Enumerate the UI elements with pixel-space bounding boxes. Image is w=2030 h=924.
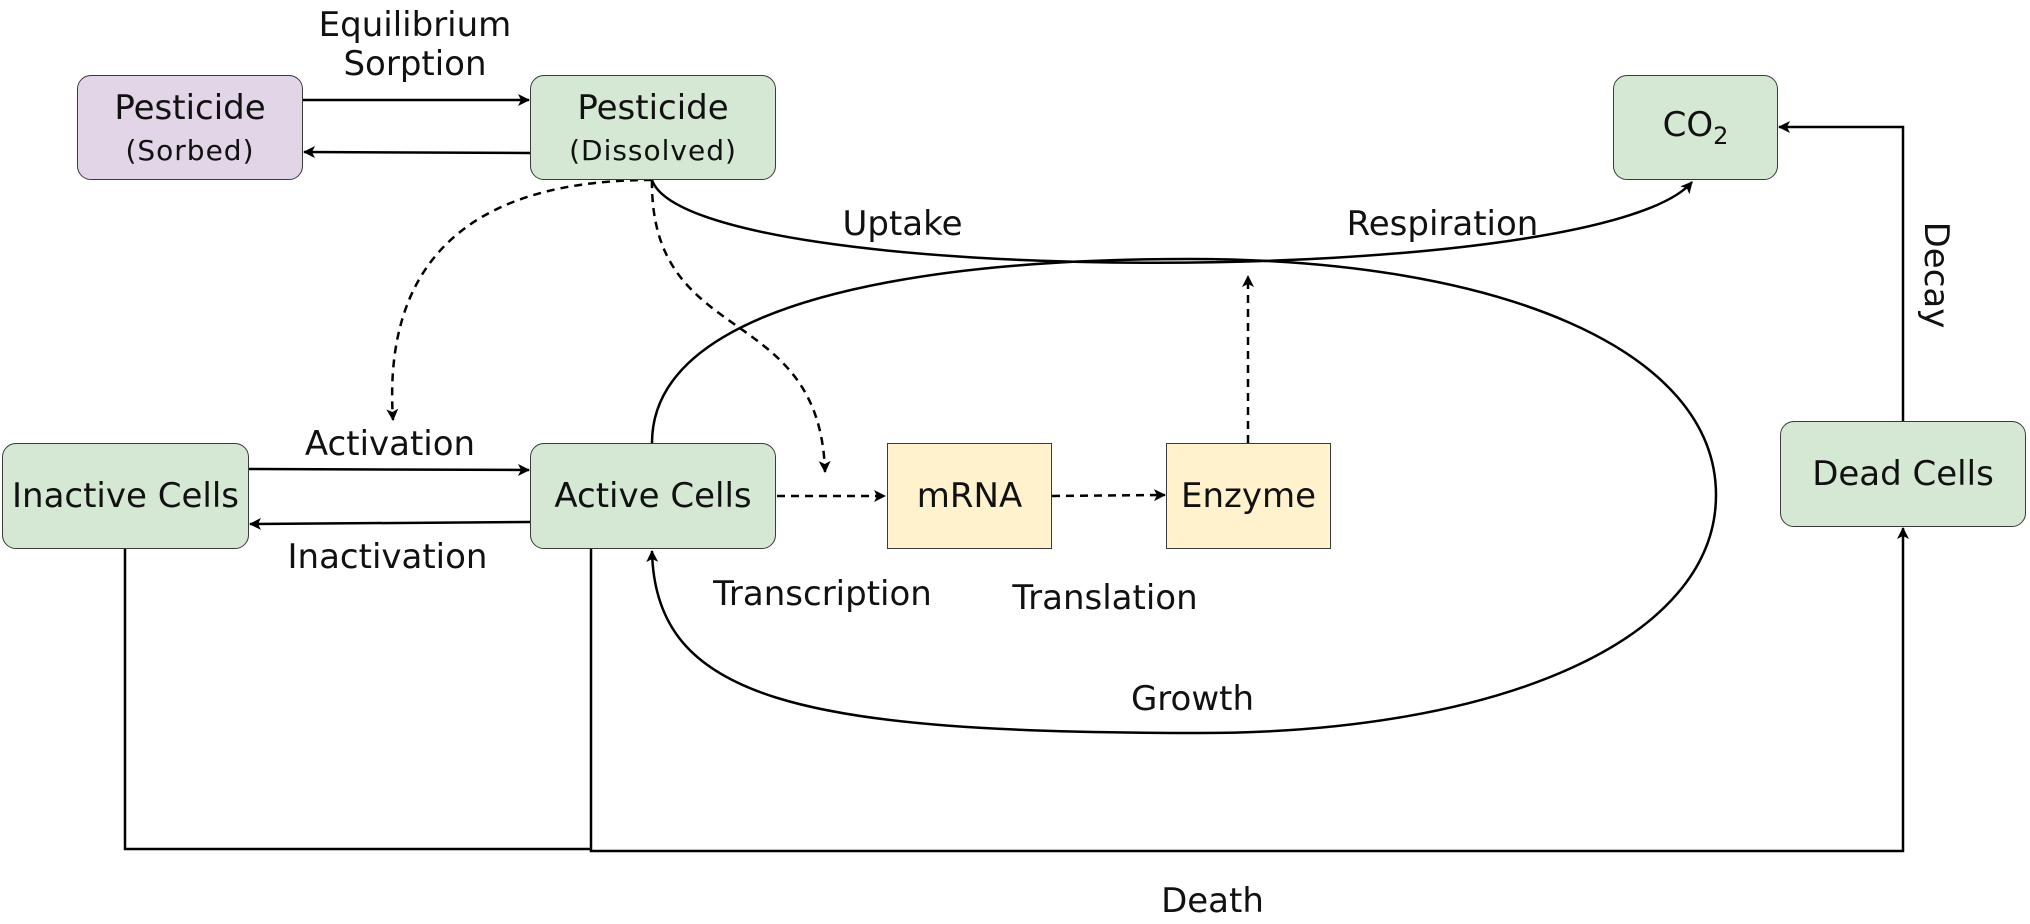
growth-loop-arrow bbox=[646, 257, 1718, 735]
transcription-label: Transcription bbox=[713, 574, 932, 614]
translation-arrow bbox=[1051, 489, 1166, 502]
inactive-cells-node[interactable]: Inactive Cells bbox=[2, 443, 249, 549]
equilibrium-sorption-line1: Equilibrium bbox=[318, 5, 512, 45]
co2-label: CO2 bbox=[1663, 105, 1729, 151]
co2-node[interactable]: CO2 bbox=[1613, 75, 1778, 180]
dead-cells-label: Dead Cells bbox=[1812, 453, 1994, 494]
respiration-label: Respiration bbox=[1346, 204, 1539, 244]
pesticide-sorbed-node[interactable]: Pesticide (Sorbed) bbox=[77, 75, 303, 180]
pesticide-sorbed-subtitle: (Sorbed) bbox=[125, 134, 255, 168]
mrna-label: mRNA bbox=[916, 475, 1023, 516]
uptake-label: Uptake bbox=[842, 204, 963, 244]
death-inactive-line bbox=[123, 549, 591, 851]
inactive-cells-label: Inactive Cells bbox=[12, 475, 239, 516]
inactivation-arrow bbox=[249, 517, 531, 530]
dead-cells-node[interactable]: Dead Cells bbox=[1780, 421, 2026, 527]
uptake-respiration-arrow bbox=[650, 179, 1693, 264]
mrna-node[interactable]: mRNA bbox=[887, 443, 1052, 549]
pesticide-dissolved-node[interactable]: Pesticide (Dissolved) bbox=[530, 75, 776, 180]
inactivation-label: Inactivation bbox=[287, 537, 488, 577]
pesticide-dissolved-subtitle: (Dissolved) bbox=[569, 134, 737, 168]
enzyme-label: Enzyme bbox=[1180, 475, 1317, 516]
sorption-reverse-arrow bbox=[303, 146, 531, 159]
decay-arrow bbox=[1778, 121, 1905, 421]
pesticide-to-transcription-dashed-arrow bbox=[650, 179, 831, 473]
co2-subscript: 2 bbox=[1713, 121, 1729, 150]
pesticide-sorbed-title: Pesticide bbox=[114, 87, 266, 128]
death-label: Death bbox=[1161, 881, 1264, 921]
translation-label: Translation bbox=[1012, 578, 1198, 618]
co2-main-text: CO bbox=[1662, 104, 1714, 145]
pesticide-to-activation-dashed-arrow bbox=[386, 178, 653, 421]
active-cells-node[interactable]: Active Cells bbox=[530, 443, 776, 549]
decay-label: Decay bbox=[1916, 221, 1956, 329]
enzyme-node[interactable]: Enzyme bbox=[1166, 443, 1331, 549]
equilibrium-sorption-label: Equilibrium Sorption bbox=[300, 5, 530, 85]
active-cells-label: Active Cells bbox=[554, 475, 752, 516]
activation-arrow bbox=[248, 463, 530, 476]
growth-label: Growth bbox=[1130, 679, 1255, 719]
death-main-arrow bbox=[589, 527, 1909, 853]
activation-label: Activation bbox=[304, 424, 476, 464]
equilibrium-sorption-line2: Sorption bbox=[343, 44, 487, 85]
pesticide-dissolved-title: Pesticide bbox=[577, 87, 729, 128]
